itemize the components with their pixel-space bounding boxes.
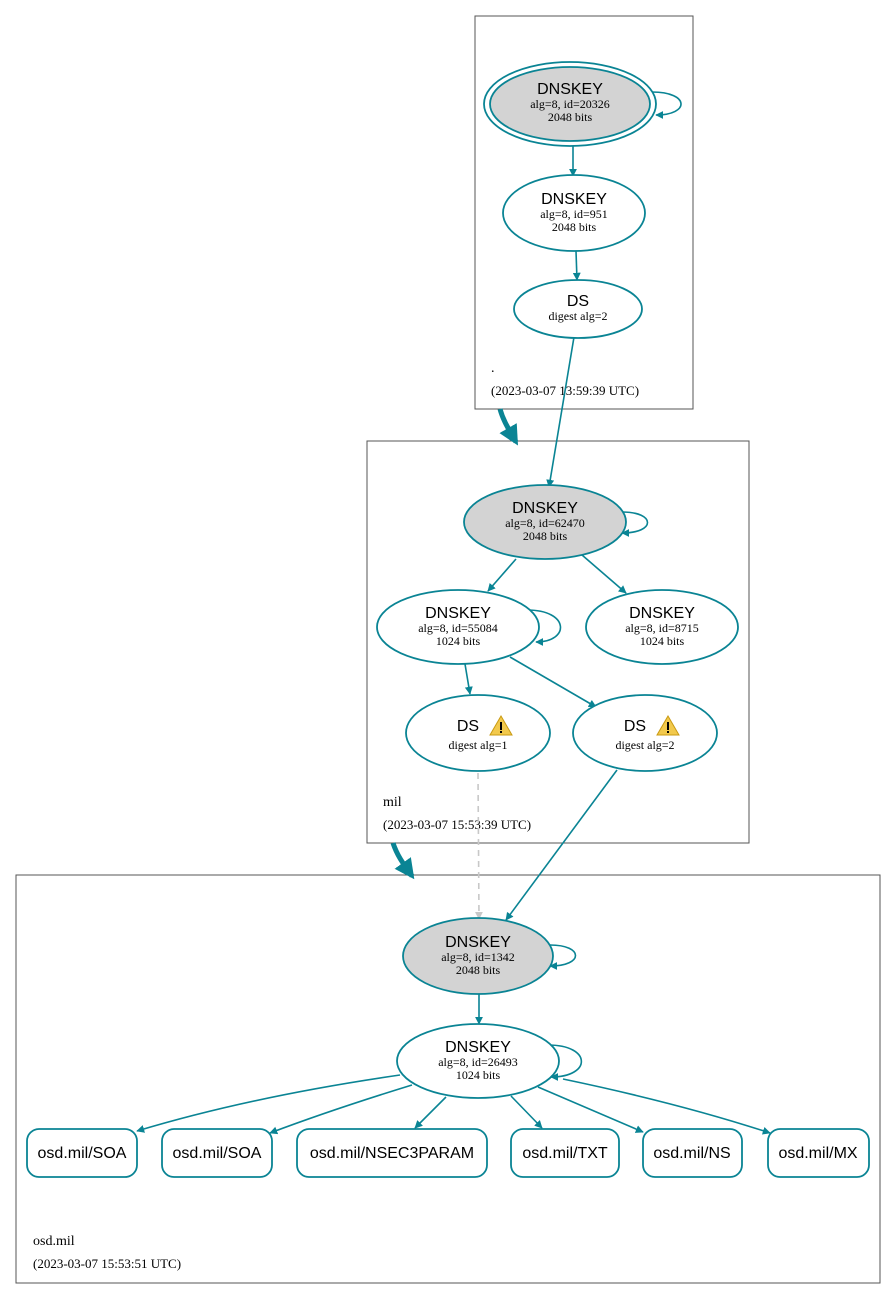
edge-mil-ksk-zsk2: [581, 554, 627, 594]
rrset-soa-1[interactable]: osd.mil/SOA: [26, 1128, 138, 1178]
node-mil-zsk1-line1: alg=8, id=55084: [418, 621, 498, 635]
node-osd-zsk[interactable]: DNSKEY alg=8, id=26493 1024 bits: [396, 1023, 560, 1099]
node-mil-ksk-title: DNSKEY: [512, 500, 578, 517]
rrset-mx-label: osd.mil/MX: [778, 1145, 857, 1162]
edge-osd-zsk-ns: [537, 1086, 644, 1133]
rrset-ns[interactable]: osd.mil/NS: [642, 1128, 743, 1178]
warning-icon: [489, 715, 513, 736]
edge-osd-zsk-txt: [510, 1095, 543, 1129]
zone-root-name: .: [491, 361, 495, 376]
edge-mil-zsk1-self: [526, 609, 562, 646]
edge-osd-zsk-self: [547, 1044, 583, 1081]
node-mil-zsk1-title: DNSKEY: [425, 605, 491, 622]
node-osd-ksk-line2: 2048 bits: [456, 963, 501, 977]
node-root-zsk[interactable]: DNSKEY alg=8, id=951 2048 bits: [502, 174, 646, 252]
zone-mil-name: mil: [383, 795, 402, 810]
zone-mil-timestamp: (2023-03-07 15:53:39 UTC): [383, 817, 531, 832]
zone-osd-timestamp: (2023-03-07 15:53:51 UTC): [33, 1256, 181, 1271]
node-root-zsk-line1: alg=8, id=951: [540, 207, 608, 221]
node-root-zsk-line2: 2048 bits: [552, 220, 597, 234]
warning-icon: [656, 715, 680, 736]
rrset-txt-label: osd.mil/TXT: [522, 1145, 608, 1162]
edge-osd-zsk-soa1: [136, 1074, 401, 1133]
edge-osd-zsk-mx: [562, 1078, 771, 1135]
edge-osd-ksk-self: [549, 944, 577, 970]
edge-root-ds-mil-ksk: [546, 336, 575, 488]
node-root-ds-title: DS: [567, 293, 589, 310]
rrset-ns-label: osd.mil/NS: [653, 1145, 730, 1162]
edge-mil-zsk1-ds2: [509, 656, 597, 708]
edges: [136, 91, 771, 1135]
zone-osd-box: [15, 874, 881, 1284]
node-mil-ds2-title: DS: [624, 718, 646, 735]
edge-osd-zsk-soa2: [269, 1084, 413, 1135]
node-root-ds[interactable]: DS digest alg=2: [513, 279, 643, 339]
node-mil-ksk[interactable]: DNSKEY alg=8, id=62470 2048 bits: [463, 484, 627, 560]
node-mil-ds1[interactable]: DS digest alg=1: [405, 694, 551, 772]
edge-mil-ds1-osd-ksk: [474, 772, 483, 920]
delegation-root-to-mil: [497, 408, 519, 446]
node-mil-zsk2-title: DNSKEY: [629, 605, 695, 622]
zone-root-box: [474, 15, 694, 410]
rrset-nsec3param[interactable]: osd.mil/NSEC3PARAM: [296, 1128, 488, 1178]
edge-mil-zsk1-ds1: [464, 663, 473, 695]
edge-mil-ds2-osd-ksk: [505, 769, 618, 921]
rrset-soa-1-label: osd.mil/SOA: [38, 1145, 127, 1162]
delegation-mil-to-osd: [390, 842, 415, 880]
node-osd-ksk-title: DNSKEY: [445, 934, 511, 951]
node-mil-zsk1[interactable]: DNSKEY alg=8, id=55084 1024 bits: [376, 589, 540, 665]
node-osd-ksk[interactable]: DNSKEY alg=8, id=1342 2048 bits: [402, 917, 554, 995]
node-mil-ds1-title: DS: [457, 718, 479, 735]
edge-osd-zsk-nsec3param: [414, 1096, 447, 1129]
zone-mil: mil (2023-03-07 15:53:39 UTC): [366, 440, 750, 844]
node-root-ksk-line1: alg=8, id=20326: [530, 97, 610, 111]
rrset-txt[interactable]: osd.mil/TXT: [510, 1128, 620, 1178]
edge-root-ksk-self: [651, 91, 682, 119]
node-root-ksk-line2: 2048 bits: [548, 110, 593, 124]
node-osd-ksk-line1: alg=8, id=1342: [441, 950, 515, 964]
node-mil-ds1-line1: digest alg=1: [448, 738, 507, 752]
node-osd-zsk-line1: alg=8, id=26493: [438, 1055, 518, 1069]
rrset-soa-2[interactable]: osd.mil/SOA: [161, 1128, 273, 1178]
node-mil-ds2[interactable]: DS digest alg=2: [572, 694, 718, 772]
node-mil-zsk2[interactable]: DNSKEY alg=8, id=8715 1024 bits: [585, 589, 739, 665]
node-root-ksk[interactable]: DNSKEY alg=8, id=20326 2048 bits: [483, 61, 657, 147]
node-mil-zsk2-line1: alg=8, id=8715: [625, 621, 699, 635]
node-osd-zsk-title: DNSKEY: [445, 1039, 511, 1056]
edge-mil-ksk-zsk1: [487, 558, 517, 592]
zone-osd-name: osd.mil: [33, 1234, 75, 1249]
node-mil-zsk2-line2: 1024 bits: [640, 634, 685, 648]
rrset-mx[interactable]: osd.mil/MX: [767, 1128, 870, 1178]
node-root-zsk-title: DNSKEY: [541, 191, 607, 208]
node-root-ksk-title: DNSKEY: [537, 81, 603, 98]
node-mil-ksk-line1: alg=8, id=62470: [505, 516, 585, 530]
node-mil-ksk-line2: 2048 bits: [523, 529, 568, 543]
node-root-ds-line1: digest alg=2: [548, 309, 607, 323]
edge-mil-ksk-self: [621, 511, 649, 537]
rrset-nsec3param-label: osd.mil/NSEC3PARAM: [310, 1145, 474, 1162]
node-osd-zsk-line2: 1024 bits: [456, 1068, 501, 1082]
zone-osd: osd.mil (2023-03-07 15:53:51 UTC): [15, 874, 881, 1284]
rrset-soa-2-label: osd.mil/SOA: [173, 1145, 262, 1162]
edge-root-zsk-ds: [572, 250, 581, 281]
node-mil-ds2-line1: digest alg=2: [615, 738, 674, 752]
zone-mil-box: [366, 440, 750, 844]
node-mil-zsk1-line2: 1024 bits: [436, 634, 481, 648]
